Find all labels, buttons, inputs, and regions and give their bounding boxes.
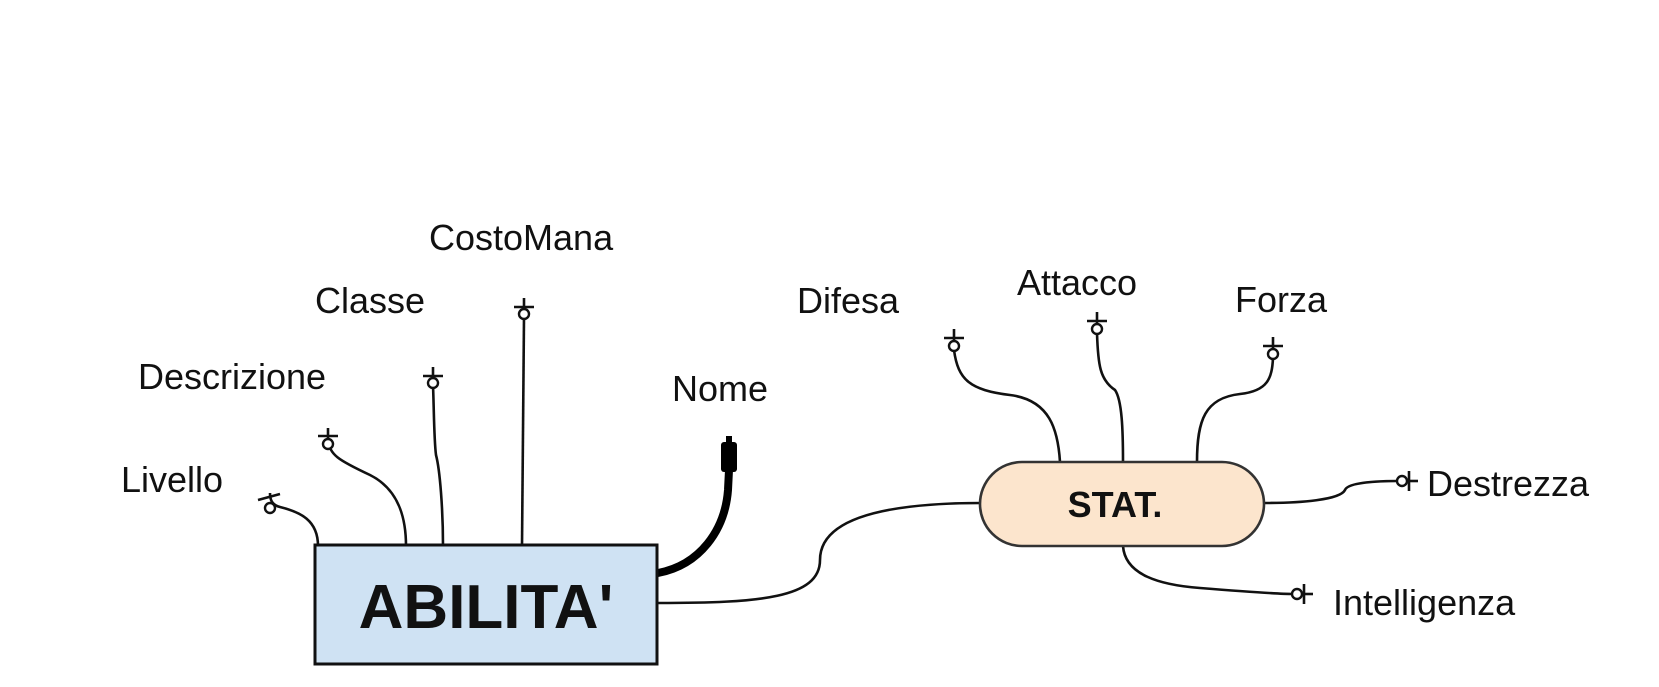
attr-label-livello: Livello bbox=[121, 459, 223, 500]
optional-circle-icon bbox=[947, 339, 961, 353]
attr-link-difesa bbox=[944, 329, 1062, 463]
optional-circle-icon bbox=[426, 376, 440, 390]
relationship-label: STAT. bbox=[1068, 484, 1163, 525]
cardinality-tick-icon bbox=[257, 492, 281, 502]
attr-link-livello bbox=[257, 492, 320, 547]
attr-label-intelligenza: Intelligenza bbox=[1333, 582, 1516, 623]
attr-label-forza: Forza bbox=[1235, 279, 1328, 320]
optional-circle-icon bbox=[1290, 587, 1304, 601]
optional-circle-icon bbox=[1266, 347, 1280, 361]
optional-circle-icon bbox=[1090, 322, 1104, 336]
attr-label-attacco: Attacco bbox=[1017, 262, 1137, 303]
attr-link-attacco bbox=[1087, 312, 1125, 463]
attr-label-destrezza: Destrezza bbox=[1427, 463, 1590, 504]
optional-circle-icon bbox=[517, 307, 531, 321]
relationship-box bbox=[978, 460, 1266, 548]
attr-link-nome bbox=[654, 436, 737, 577]
entity-abilita[interactable]: ABILITA' bbox=[313, 543, 659, 666]
attr-link-classe bbox=[423, 367, 445, 547]
identifier-marker-icon bbox=[721, 442, 737, 472]
optional-circle-icon bbox=[1395, 474, 1409, 488]
attr-label-classe: Classe bbox=[315, 280, 425, 321]
relationship-stat[interactable]: STAT. bbox=[978, 460, 1266, 548]
entity-box bbox=[313, 543, 659, 666]
attr-link-costomana bbox=[514, 298, 534, 547]
optional-circle-icon bbox=[321, 437, 335, 451]
attr-link-descrizione bbox=[318, 428, 408, 547]
attr-label-nome: Nome bbox=[672, 368, 768, 409]
attr-link-intelligenza bbox=[1121, 545, 1313, 604]
attr-link-destrezza bbox=[1264, 471, 1418, 505]
attr-label-difesa: Difesa bbox=[797, 280, 900, 321]
relationship-link bbox=[657, 501, 983, 605]
optional-circle-icon bbox=[263, 501, 277, 515]
attr-label-descrizione: Descrizione bbox=[138, 356, 326, 397]
entity-label: ABILITA' bbox=[359, 573, 614, 642]
attr-link-forza bbox=[1195, 337, 1283, 463]
attr-label-costomana: CostoMana bbox=[429, 217, 614, 258]
